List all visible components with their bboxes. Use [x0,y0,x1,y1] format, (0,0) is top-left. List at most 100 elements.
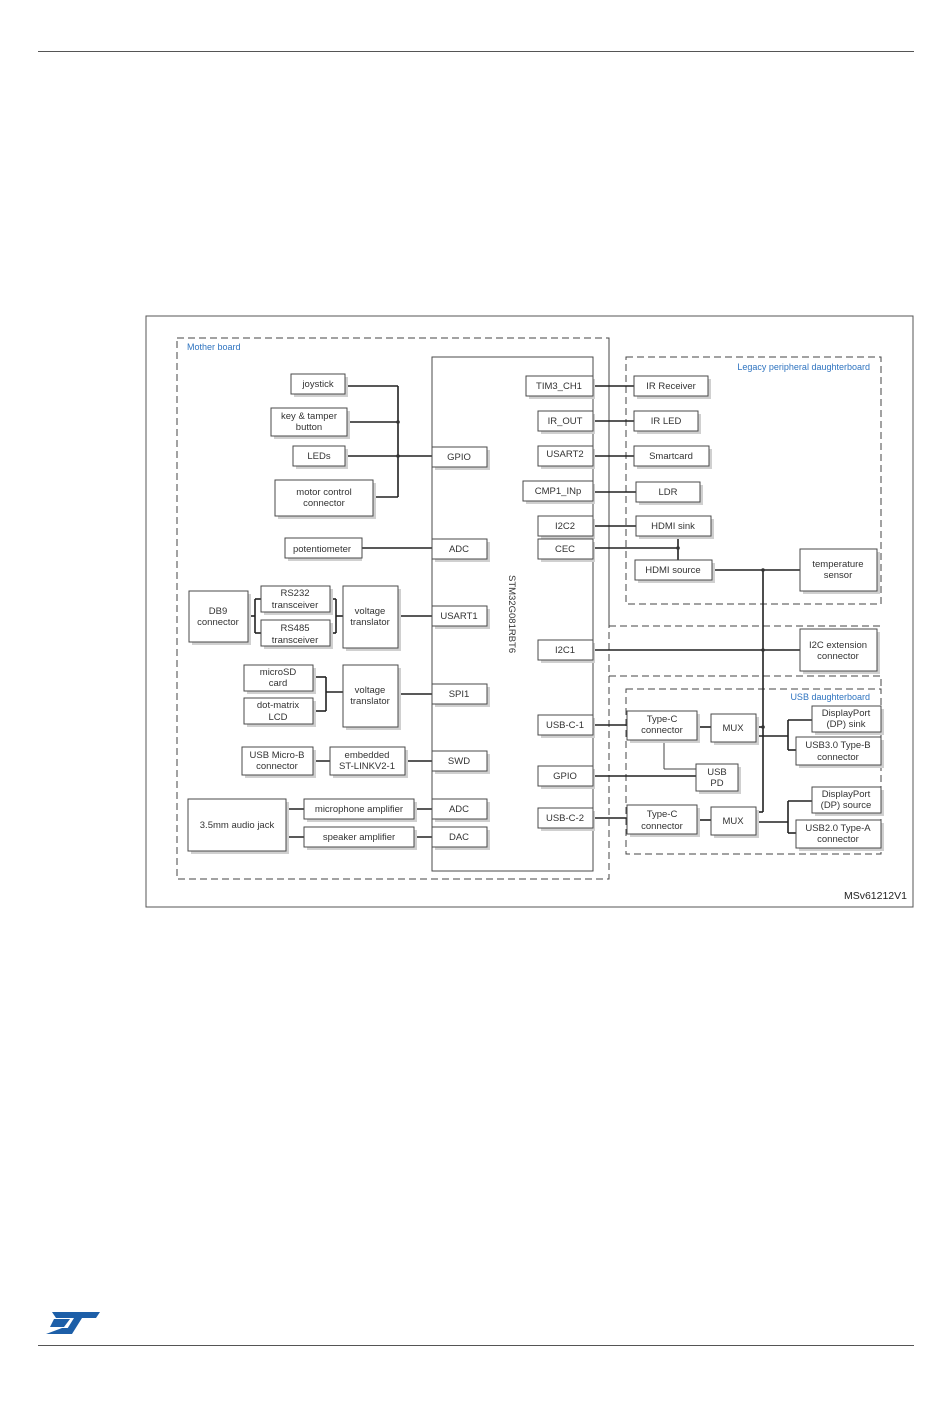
figure-id: MSv61212V1 [844,890,907,902]
pin-usbc2-label: USB-C-2 [546,813,584,824]
mux-2-block: MUX [710,806,759,838]
type-c-connector-2-block: Type-C connector [626,804,700,837]
pin-usbc1-label: USB-C-1 [546,720,584,731]
pin-gpio-left: GPIO [431,446,490,470]
audio-jack-block: 3.5mm audio jack [187,798,289,854]
dp-source-label-2: (DP) source [821,800,872,811]
figure-frame [145,315,914,908]
lcd-label-1: dot-matrix [257,700,299,711]
usb-micro-b-block: USB Micro-B connector [241,746,316,778]
legacy-region [625,356,882,605]
ir-led-block: IR LED [633,410,701,434]
db9-label-1: DB9 [209,606,227,617]
pin-adc-1: ADC [431,538,490,562]
pin-spi1-label: SPI1 [449,689,470,700]
stlink-label-1: embedded [345,750,390,761]
pin-dac-label: DAC [449,832,469,843]
pin-cec-label: CEC [555,544,575,555]
usb2-type-a-block: USB2.0 Type-A connector [795,819,884,851]
motor-label-2: connector [303,498,345,509]
vt1-label-1: voltage [355,606,386,617]
pin-usb-c-1: USB-C-1 [537,714,595,738]
db9-label-2: connector [197,617,239,628]
leds-label: LEDs [307,451,330,462]
usbpd-label-1: USB [707,767,727,778]
mother-board-region [176,337,610,880]
pin-gpio-right-label: GPIO [553,771,577,782]
ldr-block: LDR [635,481,703,505]
footer-rule [38,1345,914,1346]
ir-receiver-label: IR Receiver [646,381,696,392]
rs485-label-2: transceiver [272,635,318,646]
pin-tim3-label: TIM3_CH1 [536,381,582,392]
rs232-block: RS232 transceiver [260,585,333,615]
dp-sink-label-1: DisplayPort [822,708,871,719]
rs232-label-1: RS232 [280,588,309,599]
typec2-label-2: connector [641,821,683,832]
legacy-region-label: Legacy peripheral daughterboard [737,362,870,372]
pin-ir-out: IR_OUT [537,410,595,434]
spk-amp-label: speaker amplifier [323,832,395,843]
rs485-block: RS485 transceiver [260,619,333,649]
usbmicro-label-2: connector [256,761,298,772]
mic-amp-label: microphone amplifier [315,804,403,815]
lcd-label-2: LCD [268,712,287,723]
pin-swd: SWD [431,750,490,774]
typec1-label-1: Type-C [647,714,678,725]
type-c-connector-1-block: Type-C connector [626,710,700,743]
usb3b-label-1: USB3.0 Type-B [805,740,870,751]
usbpd-label-2: PD [710,778,723,789]
audio-jack-label: 3.5mm audio jack [200,820,275,831]
potentiometer-block: potentiometer [284,537,363,561]
pin-usart2: USART2 [537,445,595,469]
joystick-block: joystick [290,373,348,397]
usb-outer-edge [609,675,882,686]
i2c-ext-label-1: I2C extension [809,640,867,651]
temp-label-1: temperature [812,559,863,570]
hdmi-sink-block: HDMI sink [635,515,714,539]
voltage-translator-1-block: voltage translator [342,585,401,651]
hdmi-sink-label: HDMI sink [651,521,695,532]
dp-sink-label-2: (DP) sink [826,719,865,730]
pin-usart2-label: USART2 [546,449,583,460]
rs485-label-1: RS485 [280,623,309,634]
header-rule [38,51,914,52]
usb2a-label-1: USB2.0 Type-A [805,823,871,834]
vt2-label-2: translator [350,696,390,707]
typec2-label-1: Type-C [647,809,678,820]
mcu-label: STM32G081RBT6 [506,575,517,653]
mux2-label: MUX [722,816,744,827]
ir-receiver-block: IR Receiver [633,375,711,399]
key-tamper-label-1: key & tamper [281,411,337,422]
dp-source-block: DisplayPort (DP) source [811,786,884,816]
pin-adc-2: ADC [431,798,490,822]
voltage-translator-2-block: voltage translator [342,664,401,730]
microsd-label-2: card [269,678,287,689]
usb2a-label-2: connector [817,834,859,845]
speaker-amplifier-block: speaker amplifier [303,826,417,850]
usb-region [625,688,882,855]
pin-swd-label: SWD [448,756,470,767]
typec1-label-2: connector [641,725,683,736]
usb-pd-block: USB PD [695,763,741,794]
vt1-label-2: translator [350,617,390,628]
pin-usart1: USART1 [431,605,490,629]
smartcard-block: Smartcard [633,445,712,469]
pin-cmp1-label: CMP1_INp [535,486,581,497]
microsd-block: microSD card [243,664,316,694]
pin-adc-2-label: ADC [449,804,469,815]
pin-i2c1-label: I2C1 [555,645,575,656]
smartcard-label: Smartcard [649,451,693,462]
mux-1-block: MUX [710,713,759,745]
pin-usart1-label: USART1 [440,611,477,622]
pin-adc-1-label: ADC [449,544,469,555]
ir-led-label: IR LED [651,416,682,427]
rs232-label-2: transceiver [272,600,318,611]
microphone-amplifier-block: microphone amplifier [303,798,417,822]
dp-sink-block: DisplayPort (DP) sink [811,705,884,735]
microsd-label-1: microSD [260,667,297,678]
dp-source-label-1: DisplayPort [822,789,871,800]
key-tamper-block: key & tamper button [270,407,350,439]
pin-cec: CEC [537,538,595,562]
